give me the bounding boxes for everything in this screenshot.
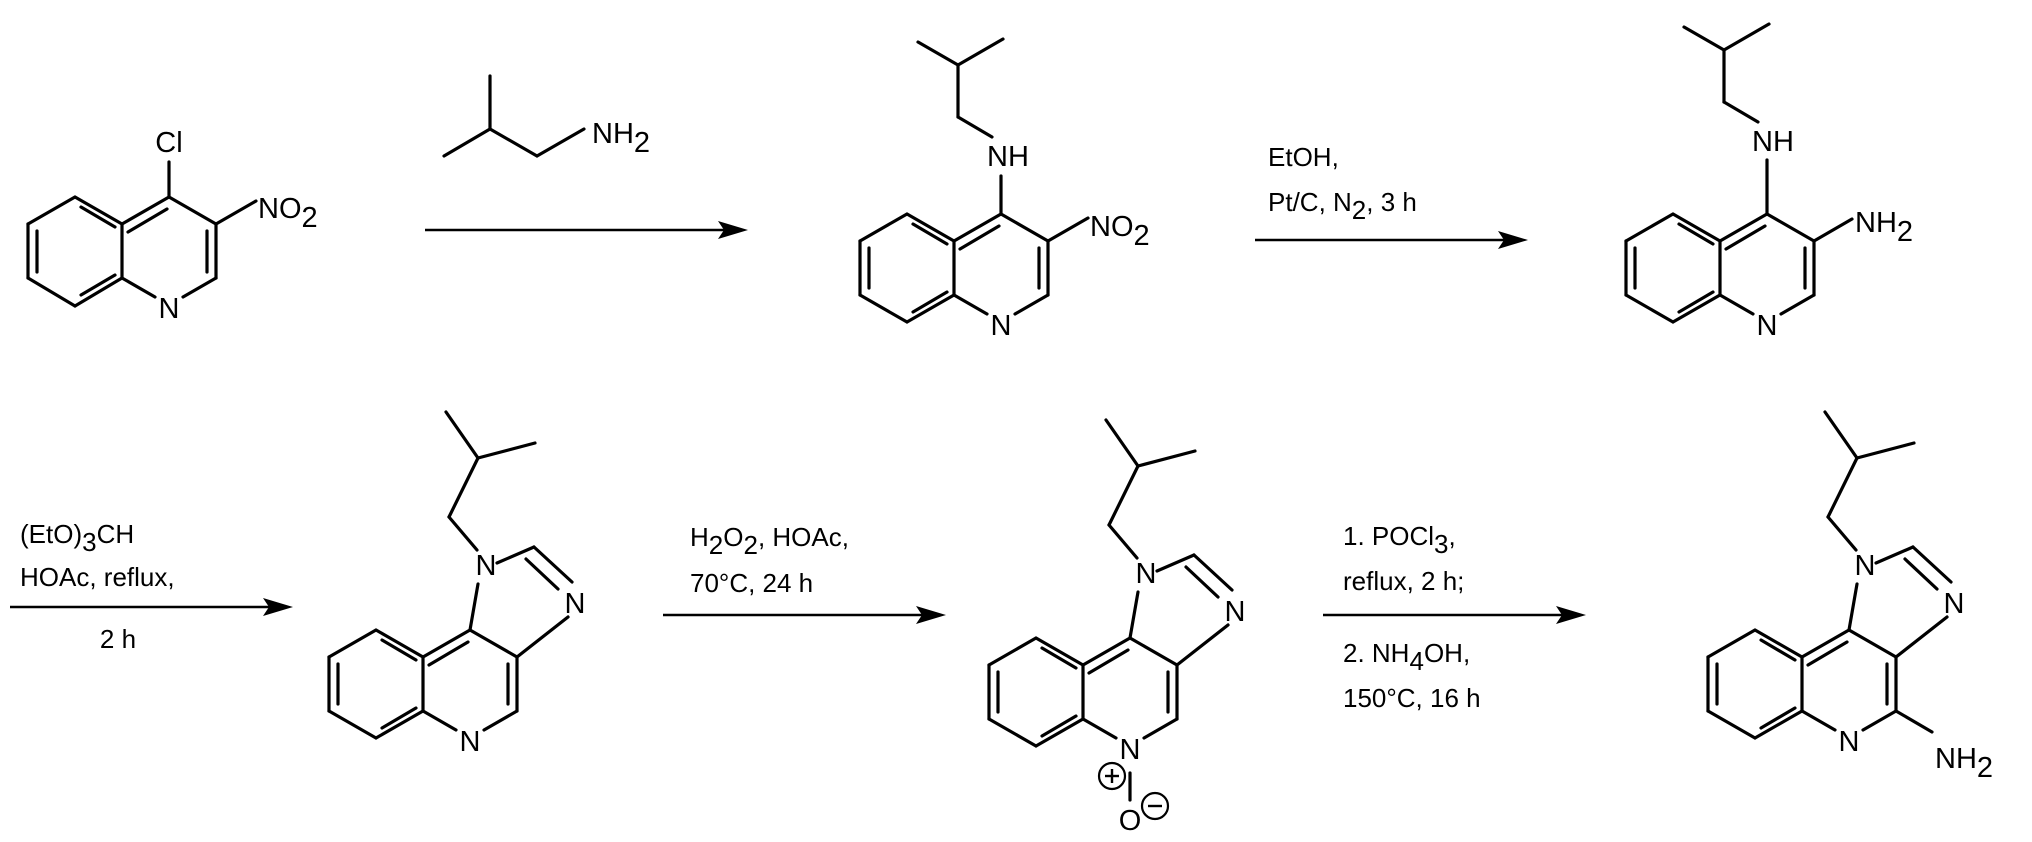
compound-imiquimod: N N N NH2: [1706, 410, 1993, 784]
reagent-catalyst-label: Pt/C, N2, 3 h: [1268, 187, 1417, 225]
reaction-arrow-2: EtOH, Pt/C, N2, 3 h: [1255, 142, 1528, 249]
reagent-time-label: 2 h: [100, 624, 136, 654]
ring-nitrogen-label: N: [991, 310, 1012, 342]
reagent-reflux-label: reflux, 2 h;: [1343, 566, 1464, 596]
reagent-ammonia-label: 2. NH4OH,: [1343, 638, 1470, 676]
nitro-group-label: NO2: [258, 193, 318, 234]
ring-nitrogen-label: N: [1757, 310, 1778, 342]
imidazole-n3-label: N: [565, 588, 586, 620]
reagent-conditions-label: 70°C, 24 h: [690, 568, 813, 598]
chlorine-atom-label: Cl: [155, 127, 182, 159]
reaction-arrow-1: NH2: [425, 74, 748, 239]
reagent-ethanol-label: EtOH,: [1268, 142, 1339, 172]
imidazole-n1-label: N: [476, 550, 497, 582]
amino-group-label: NH2: [1935, 743, 1993, 784]
reagent-orthoformate-label: (EtO)3CH: [20, 519, 134, 557]
imidazole-n1-label: N: [1136, 558, 1157, 590]
compound-imidazoquinoline: N N N: [327, 410, 586, 758]
negative-charge-icon: [1140, 791, 1170, 821]
imidazole-n1-label: N: [1855, 550, 1876, 582]
reagent-peroxide-label: H2O2, HOAc,: [690, 522, 849, 560]
reagent-amine-label: NH2: [592, 118, 650, 159]
reagent-ammonia-conditions-label: 150°C, 16 h: [1343, 683, 1481, 713]
imidazole-n3-label: N: [1944, 588, 1965, 620]
positive-charge-icon: [1097, 761, 1127, 791]
reagent-chlorination-label: 1. POCl3,: [1343, 521, 1456, 559]
compound-isobutylamino-nitroquinoline: NH N NO2: [858, 37, 1150, 342]
n-oxide-nitrogen-label: N: [1120, 734, 1141, 766]
amino-group-label: NH2: [1855, 207, 1913, 248]
ring-nitrogen-label: N: [159, 293, 180, 325]
amine-nh-label: NH: [987, 141, 1029, 173]
compound-imidazoquinoline-n-oxide: N N N O: [987, 418, 1246, 837]
reaction-arrow-4: H2O2, HOAc, 70°C, 24 h: [663, 522, 946, 624]
nitro-group-label: NO2: [1090, 211, 1150, 252]
reagent-acid-reflux-label: HOAc, reflux,: [20, 562, 175, 592]
reaction-arrow-3: (EtO)3CH HOAc, reflux, 2 h: [10, 519, 293, 654]
ring-nitrogen-label: N: [460, 726, 481, 758]
imidazole-n3-label: N: [1225, 596, 1246, 628]
ring-nitrogen-label: N: [1839, 726, 1860, 758]
compound-chloro-nitroquinoline: Cl N NO2: [26, 127, 318, 325]
n-oxide-oxygen-label: O: [1119, 805, 1142, 837]
reaction-arrow-5: 1. POCl3, reflux, 2 h; 2. NH4OH, 150°C, …: [1323, 521, 1586, 713]
reagent-isobutylamine: NH2: [442, 74, 650, 159]
compound-isobutyl-quinolinediamine: NH N NH2: [1624, 22, 1913, 342]
amine-nh-label: NH: [1752, 126, 1794, 158]
